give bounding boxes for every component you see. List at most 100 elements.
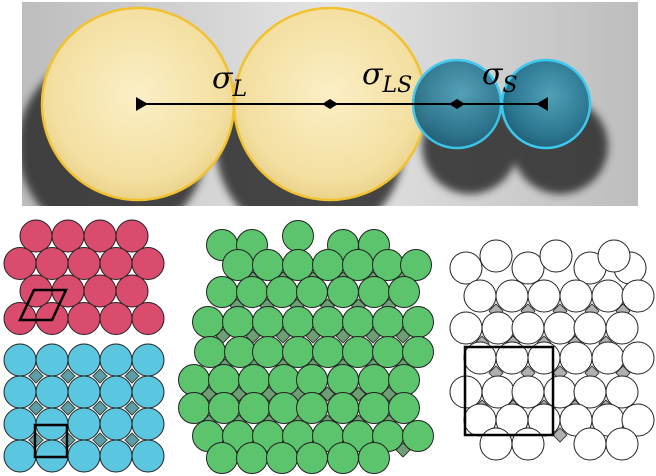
green-disk xyxy=(342,306,374,338)
blue-void xyxy=(92,400,108,416)
blue-disk xyxy=(3,407,37,441)
green-disk xyxy=(224,336,256,368)
blue-void xyxy=(60,368,76,384)
blue-void xyxy=(60,400,76,416)
green-disk xyxy=(312,249,344,281)
white-disk xyxy=(573,427,607,461)
green-disk xyxy=(252,336,284,368)
green-disk xyxy=(296,276,328,308)
red-disk xyxy=(83,219,117,253)
white-disk xyxy=(543,311,577,345)
white-disk xyxy=(479,239,513,273)
green-disk xyxy=(194,336,226,368)
white-disk xyxy=(591,279,625,313)
blue-void xyxy=(92,368,108,384)
sphere-size-diagram: σL σLS σS xyxy=(22,2,638,206)
green-disk xyxy=(282,220,314,252)
green-disk xyxy=(358,276,390,308)
blue-disk xyxy=(131,375,165,409)
sigma-large-label: σL xyxy=(212,61,247,102)
green-disk xyxy=(327,392,359,424)
blue-disk xyxy=(67,407,101,441)
blue-disk xyxy=(35,375,69,409)
blue-square-lattice xyxy=(3,343,165,473)
green-disk xyxy=(296,392,328,424)
blue-unit-cell xyxy=(33,423,69,459)
red-disk xyxy=(99,302,133,335)
green-disk xyxy=(402,306,434,338)
green-disk xyxy=(222,249,254,281)
white-disk xyxy=(481,311,515,345)
blue-disk xyxy=(3,343,37,377)
blue-disk xyxy=(3,375,37,409)
red-disk xyxy=(19,219,53,253)
white-disk xyxy=(621,279,655,313)
blue-void xyxy=(28,400,44,416)
red-disk xyxy=(3,247,37,280)
white-disk xyxy=(495,279,529,313)
white-disk xyxy=(621,341,655,375)
green-disk xyxy=(268,392,300,424)
green-disk xyxy=(178,364,210,396)
red-disk xyxy=(131,247,165,280)
red-disk xyxy=(115,274,149,308)
white-disk xyxy=(605,427,639,461)
green-disk xyxy=(266,442,298,474)
green-disk xyxy=(222,306,254,338)
green-disk xyxy=(192,306,224,338)
white-disk xyxy=(511,427,545,461)
green-disk xyxy=(268,364,300,396)
red-disk xyxy=(99,247,133,280)
green-disk xyxy=(388,276,420,308)
arrow-right-end xyxy=(536,97,548,111)
green-disk xyxy=(342,336,374,368)
green-disk xyxy=(206,442,238,474)
white-disk xyxy=(481,375,515,409)
blue-void xyxy=(124,432,140,448)
blue-disk xyxy=(131,439,165,473)
blue-disk xyxy=(35,343,69,377)
green-disk xyxy=(296,364,328,396)
white-disk xyxy=(621,403,655,437)
white-disk xyxy=(543,375,577,409)
white-void xyxy=(552,427,568,443)
white-disk xyxy=(449,251,483,285)
white-disk xyxy=(539,239,573,273)
green-disk xyxy=(312,336,344,368)
blue-disk xyxy=(131,407,165,441)
blue-disk xyxy=(99,439,133,473)
green-disk xyxy=(238,392,270,424)
blue-disk xyxy=(3,439,37,473)
white-disk xyxy=(511,311,545,345)
green-disk xyxy=(388,392,420,424)
blue-disk xyxy=(99,375,133,409)
green-disk xyxy=(327,276,359,308)
blue-disk xyxy=(67,375,101,409)
blue-void xyxy=(124,400,140,416)
green-disk xyxy=(312,306,344,338)
green-disk xyxy=(358,442,390,474)
sigma-mixed-label: σLS xyxy=(362,57,412,98)
blue-disk xyxy=(99,343,133,377)
green-disk xyxy=(252,249,284,281)
red-disk xyxy=(35,247,69,280)
arrow-left-end xyxy=(136,97,148,111)
blue-disk xyxy=(99,407,133,441)
white-disk xyxy=(527,279,561,313)
green-disk xyxy=(402,336,434,368)
blue-void xyxy=(92,432,108,448)
blue-disk xyxy=(67,439,101,473)
white-disk xyxy=(559,341,593,375)
green-disk xyxy=(178,392,210,424)
green-disk xyxy=(358,392,390,424)
green-disk xyxy=(236,276,268,308)
green-disk xyxy=(400,249,432,281)
green-mixed-lattice xyxy=(178,220,434,474)
green-disk xyxy=(372,336,404,368)
diamond-mid-large xyxy=(322,99,338,109)
white-unit-cell xyxy=(463,345,555,437)
white-disk xyxy=(463,279,497,313)
white-disk xyxy=(573,375,607,409)
white-disk xyxy=(591,341,625,375)
green-disk xyxy=(252,306,284,338)
